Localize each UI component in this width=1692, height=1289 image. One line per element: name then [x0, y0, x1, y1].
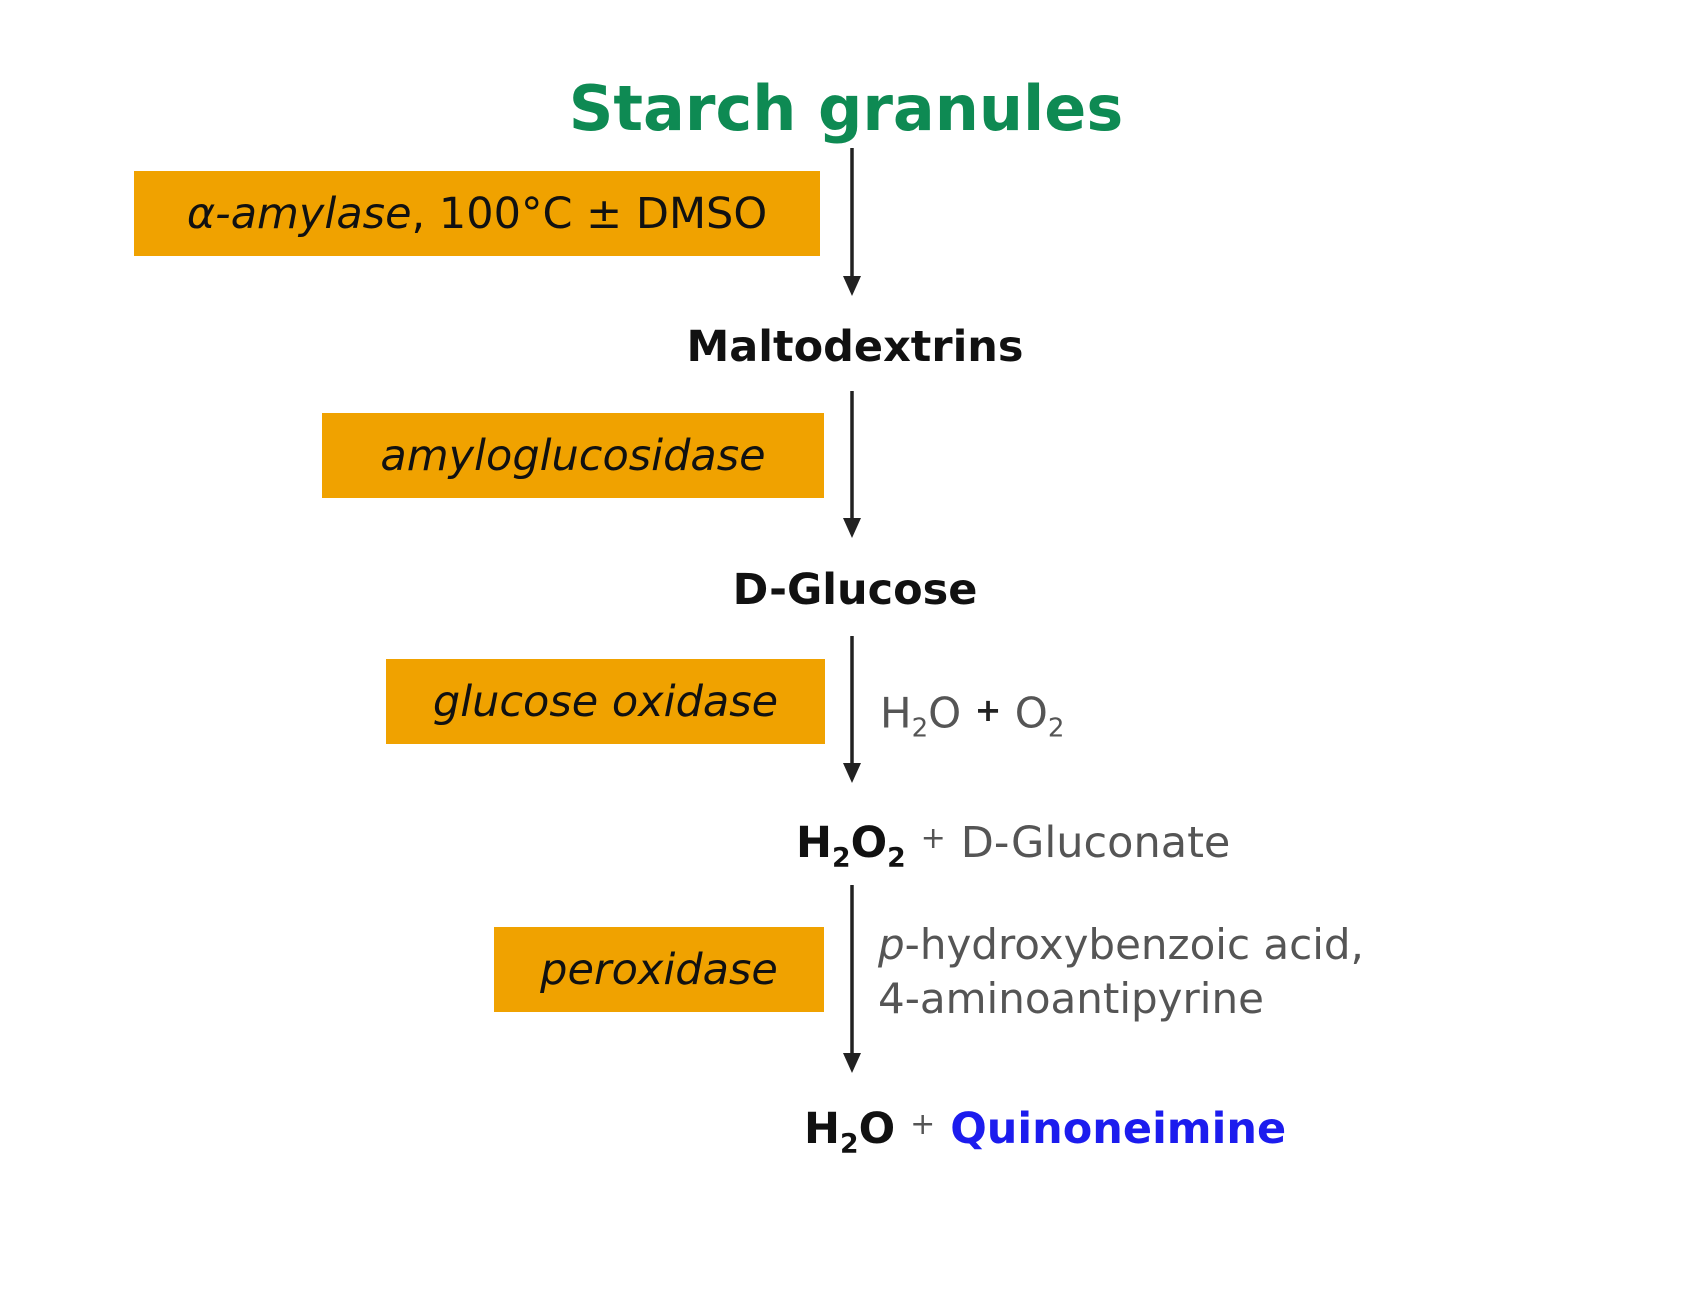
arrow-4 — [843, 885, 861, 1073]
compound-h2o2-gluconate: H2O2 + D-Gluconate — [796, 812, 1231, 874]
title-text: Starch granules — [568, 72, 1124, 145]
hydroxybenzoic-line: p-hydroxybenzoic acid, — [878, 920, 1364, 969]
h2o2-formula: H2O2 — [796, 818, 906, 874]
alpha-amylase-conditions: , 100°C ± DMSO — [411, 188, 768, 239]
h2o-formula: H2O — [804, 1104, 896, 1160]
peroxidase-label: peroxidase — [540, 944, 778, 995]
maltodextrins-text: Maltodextrins — [686, 322, 1024, 372]
compound-d-glucose: D-Glucose — [0, 563, 1692, 617]
glucose-oxidase-label: glucose oxidase — [432, 676, 779, 727]
enzyme-glucose-oxidase: glucose oxidase — [386, 659, 825, 744]
reagent-peroxidase-cofactors: p-hydroxybenzoic acid, 4-aminoantipyrine — [878, 918, 1364, 1026]
plus-sign-2: + — [910, 1107, 936, 1142]
compound-maltodextrins: Maltodextrins — [0, 320, 1692, 374]
quinoneimine-text: Quinoneimine — [950, 1104, 1287, 1154]
amyloglucosidase-label: amyloglucosidase — [380, 430, 766, 481]
aminoantipyrine-line: 4-aminoantipyrine — [878, 974, 1264, 1023]
arrow-2 — [843, 391, 861, 538]
compound-h2o-quinoneimine: H2O + Quinoneimine — [804, 1098, 1287, 1160]
enzyme-amyloglucosidase: amyloglucosidase — [322, 413, 824, 498]
d-glucose-text: D-Glucose — [732, 565, 978, 615]
arrow-3 — [843, 636, 861, 783]
arrow-1 — [843, 148, 861, 296]
diagram-title: Starch granules — [0, 70, 1692, 148]
alpha-amylase-label: -amylase — [215, 188, 412, 239]
d-gluconate-text: D-Gluconate — [960, 818, 1231, 868]
alpha-symbol: α — [186, 188, 216, 239]
reagent-water-oxygen: H2O + O2 — [880, 688, 1065, 744]
enzyme-alpha-amylase: α-amylase, 100°C ± DMSO — [134, 171, 820, 256]
plus-sign: + — [920, 821, 946, 856]
enzyme-peroxidase: peroxidase — [494, 927, 824, 1012]
